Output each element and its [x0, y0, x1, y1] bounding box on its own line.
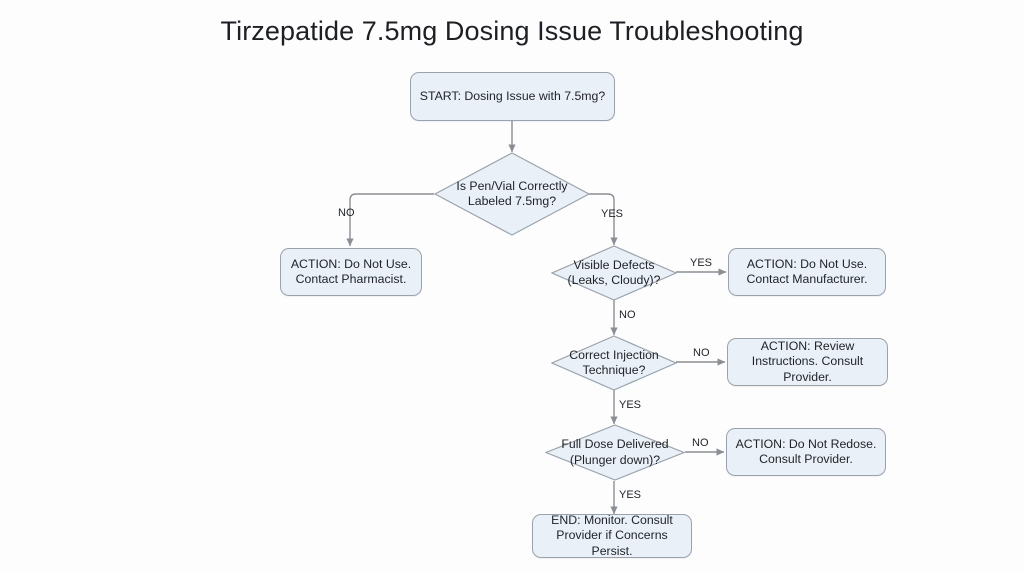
node-action-instructions[interactable]: ACTION: Review Instructions. Consult Pro… — [727, 338, 888, 386]
edge-label-yes-1: YES — [601, 208, 624, 220]
edge-label-no-1: NO — [338, 207, 355, 219]
node-decision-defects-text: Visible Defects (Leaks, Cloudy)? — [567, 257, 661, 288]
diamond-shape — [551, 335, 677, 391]
node-decision-full-dose-text: Full Dose Delivered (Plunger down)? — [561, 437, 669, 467]
edge-label-defects-no: NO — [619, 309, 636, 321]
edge-label-fulldose-no: NO — [692, 437, 709, 449]
node-end-label: END: Monitor. Consult Provider if Concer… — [551, 512, 673, 558]
node-start-label: START: Dosing Issue with 7.5mg? — [419, 88, 606, 103]
edge-label-technique-no: NO — [693, 347, 710, 359]
page-title: Tirzepatide 7.5mg Dosing Issue Troublesh… — [220, 16, 804, 46]
diamond-shape — [434, 152, 590, 236]
node-decision-label-text: Is Pen/Vial Correctly Labeled 7.5mg? — [456, 178, 568, 209]
edge-label-technique-yes: YES — [619, 399, 642, 411]
node-decision-label[interactable]: Is Pen/Vial Correctly Labeled 7.5mg? — [434, 152, 590, 236]
edge-label-fulldose-yes: YES — [619, 489, 642, 501]
node-action-manufacturer-label: ACTION: Do Not Use. Contact Manufacturer… — [746, 256, 868, 287]
node-action-redose-label: ACTION: Do Not Redose. Consult Provider. — [735, 436, 877, 467]
node-action-pharmacist-label: ACTION: Do Not Use. Contact Pharmacist. — [290, 256, 412, 287]
node-start[interactable]: START: Dosing Issue with 7.5mg? — [410, 72, 615, 121]
node-action-instructions-label: ACTION: Review Instructions. Consult Pro… — [751, 338, 864, 384]
node-action-redose[interactable]: ACTION: Do Not Redose. Consult Provider. — [726, 428, 886, 476]
node-action-manufacturer[interactable]: ACTION: Do Not Use. Contact Manufacturer… — [728, 248, 886, 296]
node-decision-full-dose[interactable]: Full Dose Delivered (Plunger down)? — [545, 424, 685, 481]
diamond-shape — [551, 245, 677, 301]
node-decision-technique[interactable]: Correct Injection Technique? — [551, 335, 677, 391]
node-end[interactable]: END: Monitor. Consult Provider if Concer… — [532, 512, 692, 558]
node-decision-technique-text: Correct Injection Technique? — [569, 347, 659, 378]
node-decision-defects[interactable]: Visible Defects (Leaks, Cloudy)? — [551, 245, 677, 301]
diamond-shape — [545, 424, 685, 481]
node-action-pharmacist[interactable]: ACTION: Do Not Use. Contact Pharmacist. — [280, 248, 422, 296]
edge-label-defects-yes: YES — [690, 257, 713, 269]
